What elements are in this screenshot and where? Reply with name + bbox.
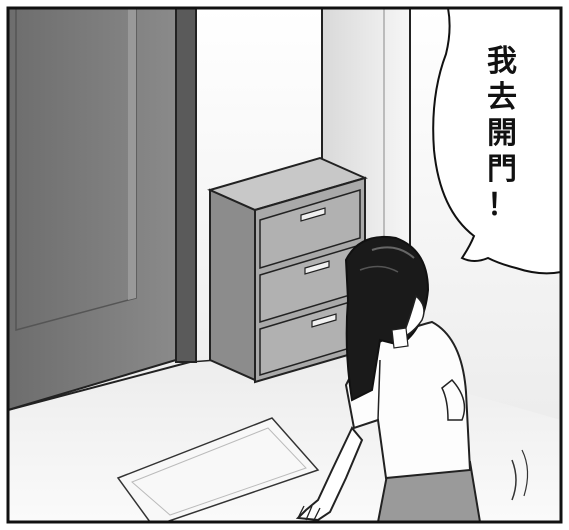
door-frame xyxy=(175,7,197,363)
speech-bubble-text: 我 去 開 門 ！ xyxy=(480,44,524,224)
speech-char: 開 xyxy=(487,116,517,151)
woman-character xyxy=(295,236,529,523)
filing-cabinet xyxy=(207,156,368,384)
speech-char: 門 xyxy=(487,152,517,187)
door xyxy=(7,7,177,412)
door-mat xyxy=(116,417,320,523)
speech-char: 我 xyxy=(487,44,517,79)
panel-border xyxy=(6,6,563,524)
speech-char: ！ xyxy=(487,188,517,223)
speech-char: 去 xyxy=(487,80,517,115)
speech-bubble xyxy=(432,7,562,275)
